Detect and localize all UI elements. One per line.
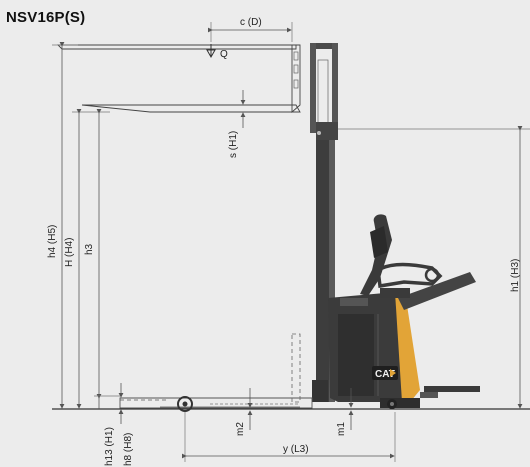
dim-m1-label: m1 — [336, 422, 347, 436]
dim-h1 — [338, 126, 530, 409]
dim-c-label: c (D) — [240, 17, 262, 28]
cat-logo-icon: CAT — [372, 366, 398, 380]
dim-m2-label: m2 — [235, 422, 246, 436]
dim-h13 — [94, 395, 120, 409]
dim-y-label: y (L3) — [283, 444, 309, 455]
dim-h3-label: h3 — [84, 243, 95, 255]
cat-logo-text: CAT — [375, 369, 395, 380]
load-arrow-icon — [206, 44, 216, 59]
dim-s-label: s (H1) — [228, 131, 239, 158]
dim-H — [72, 109, 110, 409]
dim-H-label: H (H4) — [64, 238, 75, 267]
mast — [310, 43, 338, 402]
dim-h8-label: h8 (H8) — [123, 433, 134, 466]
truck-body: CAT — [328, 292, 420, 409]
dim-y — [182, 412, 396, 462]
dim-h1-label: h1 (H3) — [510, 259, 521, 292]
dim-c — [208, 22, 293, 42]
load-q-label: Q — [220, 49, 228, 60]
dim-h13-label: h13 (H1) — [104, 427, 115, 466]
lowered-forks — [119, 333, 313, 412]
tiller-arm — [360, 214, 480, 398]
dim-h4 — [52, 42, 78, 409]
raised-forks — [56, 44, 301, 113]
diagram-title: NSV16P(S) — [6, 9, 86, 26]
dim-h4-label: h4 (H5) — [47, 225, 58, 258]
